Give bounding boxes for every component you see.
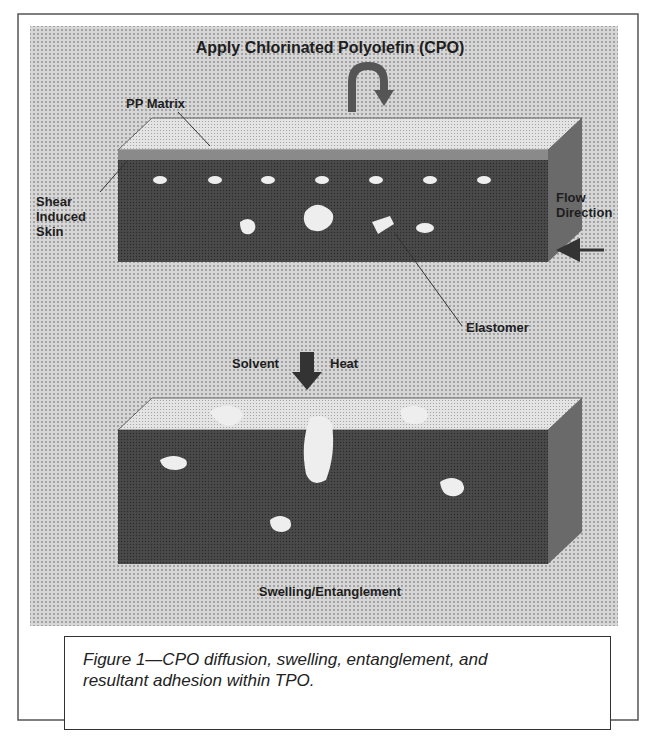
figure-title: Apply Chlorinated Polyolefin (CPO) xyxy=(100,38,560,57)
flow-arrow xyxy=(562,249,604,252)
part-label: PP Matrix xyxy=(126,96,185,111)
part-label: Shear Induced Skin xyxy=(36,194,102,239)
block-top-face xyxy=(118,398,582,430)
leader-line xyxy=(100,160,128,192)
block-side-face xyxy=(548,398,582,564)
figure-caption: Figure 1—CPO diffusion, swelling, entang… xyxy=(83,649,553,691)
down-arrow xyxy=(300,352,314,374)
caption-box: Figure 1—CPO diffusion, swelling, entang… xyxy=(64,636,611,730)
block-front-face xyxy=(118,430,548,564)
outer-frame xyxy=(18,14,638,720)
elastomer-particles xyxy=(153,176,491,234)
swollen-elastomer xyxy=(160,406,464,532)
stage-label: Swelling/Entanglement xyxy=(150,584,510,599)
leader-line xyxy=(178,112,210,146)
halftone-ground xyxy=(30,26,618,626)
part-label: Flow Direction xyxy=(556,190,618,220)
block-front-face xyxy=(118,150,548,262)
process-label: Solvent xyxy=(232,356,279,371)
part-label: Elastomer xyxy=(466,320,529,335)
down-arrow-head xyxy=(292,372,322,390)
process-label: Heat xyxy=(330,356,358,371)
arrow-head xyxy=(374,90,394,106)
curved-arrow xyxy=(352,66,384,112)
leader-line xyxy=(394,232,462,326)
skin-layer xyxy=(118,150,548,160)
